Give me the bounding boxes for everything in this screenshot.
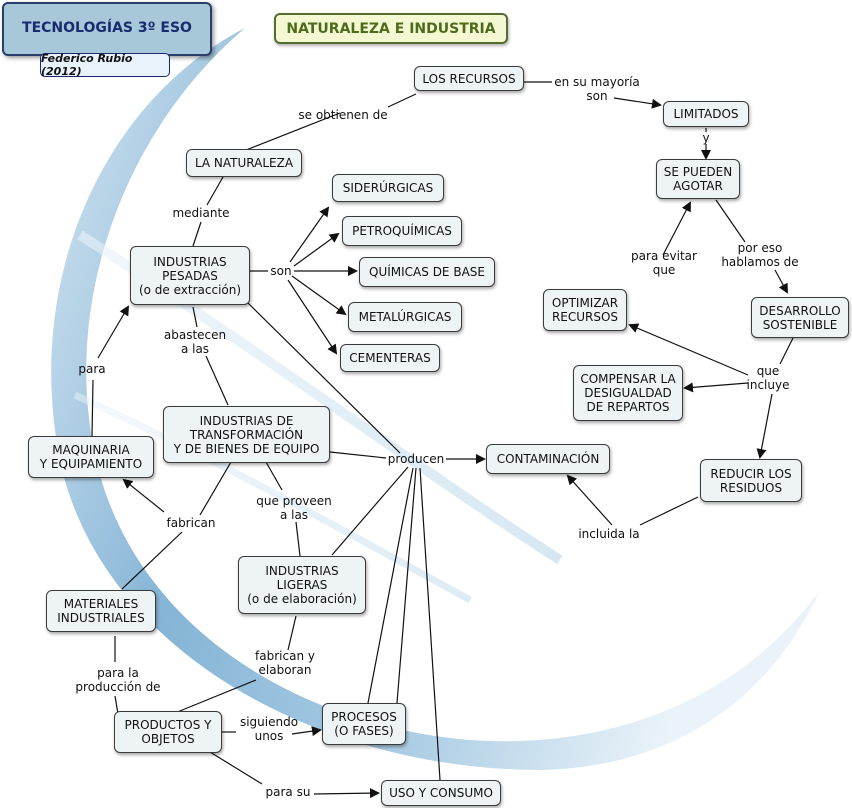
label-por-eso-hablamos-de: por eso hablamos de	[721, 241, 799, 269]
node-limitados[interactable]: LIMITADOS	[663, 101, 749, 127]
label-en-su-mayoria-son: en su mayoría son	[554, 75, 640, 103]
main-topic[interactable]: NATURALEZA E INDUSTRIA	[274, 13, 508, 44]
node-petroquimicas[interactable]: PETROQUÍMICAS	[342, 216, 462, 246]
label-y: y	[702, 131, 710, 145]
label-que-proveen-a-las: que proveen a las	[256, 494, 332, 522]
node-industrias-pesadas[interactable]: INDUSTRIAS PESADAS (o de extracción)	[130, 246, 250, 305]
node-desarrollo-sostenible[interactable]: DESARROLLO SOSTENIBLE	[751, 297, 849, 338]
author-credit: Federico Rubio (2012)	[40, 52, 170, 78]
node-se-pueden-agotar[interactable]: SE PUEDEN AGOTAR	[656, 159, 740, 199]
node-naturaleza[interactable]: LA NATURALEZA	[186, 149, 302, 177]
node-maquinaria-equipamiento[interactable]: MAQUINARIA Y EQUIPAMIENTO	[28, 436, 154, 478]
node-productos-objetos[interactable]: PRODUCTOS Y OBJETOS	[114, 711, 222, 753]
label-mediante: mediante	[172, 206, 230, 220]
label-abastecen-a-las: abastecen a las	[163, 328, 227, 356]
node-siderurgicas[interactable]: SIDERÚRGICAS	[332, 174, 444, 202]
node-reducir-residuos[interactable]: REDUCIR LOS RESIDUOS	[700, 459, 802, 502]
label-para-la-produccion-de: para la producción de	[75, 666, 161, 694]
node-materiales-industriales[interactable]: MATERIALES INDUSTRIALES	[46, 590, 156, 632]
node-cementeras[interactable]: CEMENTERAS	[340, 344, 440, 372]
label-se-obtienen-de: se obtienen de	[298, 108, 388, 122]
label-producen: producen	[387, 452, 445, 466]
node-recursos[interactable]: LOS RECURSOS	[414, 66, 524, 91]
node-metalurgicas[interactable]: METALÚRGICAS	[348, 302, 462, 332]
label-fabrican: fabrican	[166, 516, 216, 530]
label-incluida-la: incluida la	[578, 527, 640, 541]
node-quimicas-de-base[interactable]: QUÍMICAS DE BASE	[359, 257, 495, 287]
label-para: para	[78, 362, 106, 376]
label-para-su: para su	[265, 785, 311, 799]
node-contaminacion[interactable]: CONTAMINACIÓN	[486, 444, 610, 474]
node-optimizar-recursos[interactable]: OPTIMIZAR RECURSOS	[543, 289, 627, 331]
node-compensar-desigualdad[interactable]: COMPENSAR LA DESIGUALDAD DE REPARTOS	[573, 365, 683, 421]
node-industrias-ligeras[interactable]: INDUSTRIAS LIGERAS (o de elaboración)	[238, 556, 366, 614]
label-son: son	[270, 264, 292, 278]
label-para-evitar-que: para evitar que	[631, 249, 697, 277]
course-title: TECNOLOGÍAS 3º ESO	[2, 2, 212, 56]
node-industrias-transformacion[interactable]: INDUSTRIAS DE TRANSFORMACIÓN Y DE BIENES…	[163, 406, 330, 463]
node-uso-consumo[interactable]: USO Y CONSUMO	[381, 780, 501, 806]
label-que-incluye: que incluye	[746, 364, 790, 392]
label-fabrican-y-elaboran: fabrican y elaboran	[255, 649, 315, 677]
node-procesos[interactable]: PROCESOS (O FASES)	[322, 703, 406, 745]
label-siguiendo-unos: siguiendo unos	[239, 715, 299, 743]
